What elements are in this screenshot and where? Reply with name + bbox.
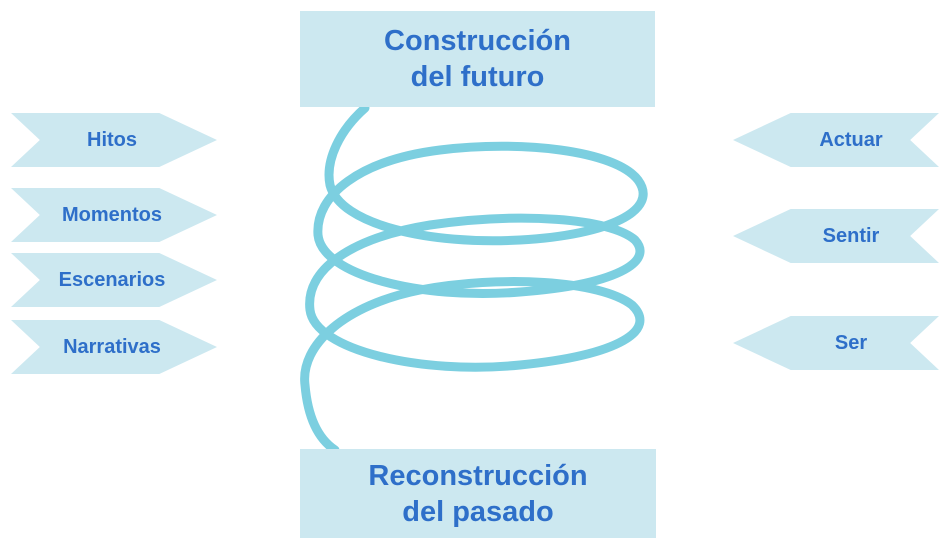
chevron-label: Narrativas <box>63 335 161 358</box>
chevron-label: Escenarios <box>58 268 166 291</box>
future-construction-line1: Construcción <box>384 25 571 57</box>
past-reconstruction-line2: del pasado <box>402 495 554 528</box>
future-construction-line2: del futuro <box>410 61 545 93</box>
past-reconstruction-line1: Reconstrucción <box>368 459 588 492</box>
chevron-label: Ser <box>834 331 868 354</box>
chevron-label: Hitos <box>87 128 137 151</box>
chevron-label: Momentos <box>62 203 162 226</box>
spiral-line <box>300 103 648 455</box>
chevron-label: Sentir <box>822 224 880 247</box>
past-reconstruction-box: Reconstrucción del pasado <box>300 449 656 538</box>
future-construction-box: Construcción del futuro <box>300 11 655 107</box>
chevron-label: Actuar <box>819 128 883 151</box>
